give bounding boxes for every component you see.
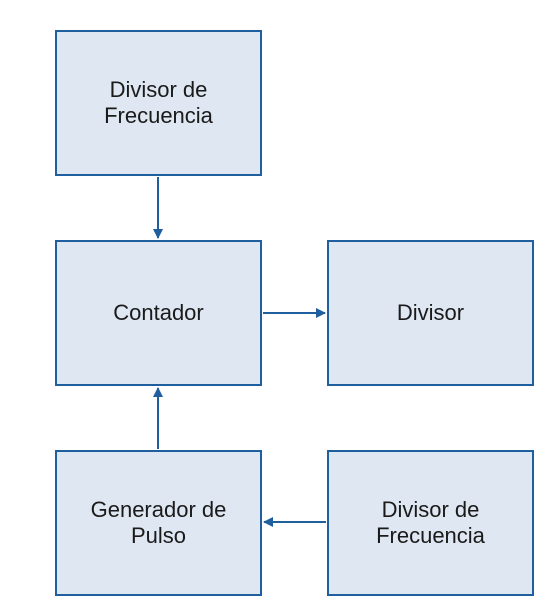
block-label: Divisor de Frecuencia	[376, 497, 485, 548]
block-label: Contador	[113, 300, 204, 325]
block-generador-de-pulso: Generador de Pulso	[55, 450, 262, 596]
block-divisor-de-frecuencia-bottom: Divisor de Frecuencia	[327, 450, 534, 596]
block-label: Divisor de Frecuencia	[104, 77, 213, 128]
block-contador: Contador	[55, 240, 262, 386]
block-divisor-de-frecuencia-top: Divisor de Frecuencia	[55, 30, 262, 176]
block-label: Generador de Pulso	[90, 497, 227, 548]
block-label: Divisor	[396, 300, 465, 325]
block-divisor: Divisor	[327, 240, 534, 386]
